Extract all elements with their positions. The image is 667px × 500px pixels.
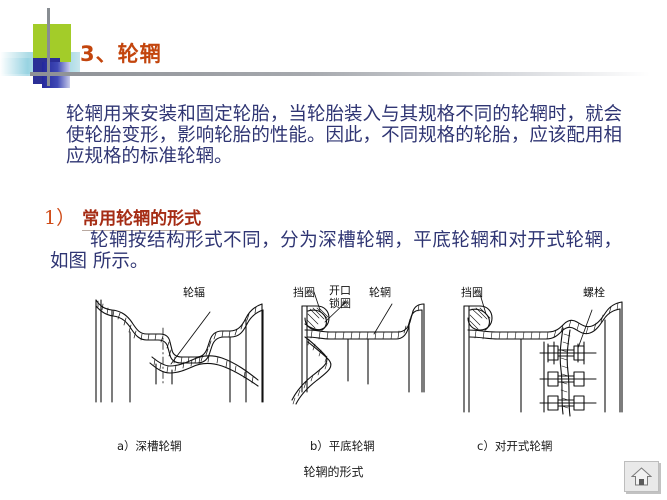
label-c-bolt: 螺栓	[583, 285, 605, 299]
section-heading-label: 常用轮辋的形式	[82, 209, 202, 231]
body-paragraph-1: 轮辋用来安装和固定轮胎，当轮胎装入与其规格不同的轮辋时，就会使轮胎变形，影响轮胎…	[66, 104, 622, 167]
diagram-flat-base-rim	[291, 291, 425, 405]
green-square	[33, 24, 71, 62]
figure-caption-row: a）深槽轮辋 b）平底轮辋 c）对开式轮辋	[0, 438, 667, 454]
technical-figure: 轮辐 挡圈 开口 锁圈 轮辋 挡圈 螺栓	[0, 284, 667, 484]
label-b-open: 开口	[329, 284, 351, 297]
label-b-ring: 挡圈	[293, 285, 315, 299]
section-number: 1）	[44, 207, 76, 229]
label-c-ring: 挡圈	[461, 285, 483, 299]
label-b-rim: 轮辋	[369, 285, 391, 299]
page-title: 3、轮辋	[80, 42, 162, 66]
body-paragraph-2: 轮辋按结构形式不同，分为深槽轮辋，平底轮辋和对开式轮辋，如图 所示。	[50, 230, 622, 272]
figure-caption-a: a）深槽轮辋	[117, 439, 182, 453]
blue-square-left	[33, 58, 60, 84]
label-b-lock: 锁圈	[329, 296, 351, 310]
figure-caption-b: b）平底轮辋	[310, 439, 375, 453]
section-heading: 1） 常用轮辋的形式	[44, 203, 202, 231]
title-horizontal-rule	[30, 72, 650, 76]
teal-gradient-band	[0, 52, 80, 74]
home-button[interactable]	[624, 461, 659, 492]
figure-caption-c: c）对开式轮辋	[477, 439, 553, 453]
diagram-deep-groove-rim	[95, 299, 264, 403]
figure-title: 轮辋的形式	[303, 465, 364, 479]
diagram-split-rim	[463, 293, 623, 417]
home-icon	[631, 467, 652, 486]
label-a-spoke: 轮辐	[183, 285, 205, 299]
